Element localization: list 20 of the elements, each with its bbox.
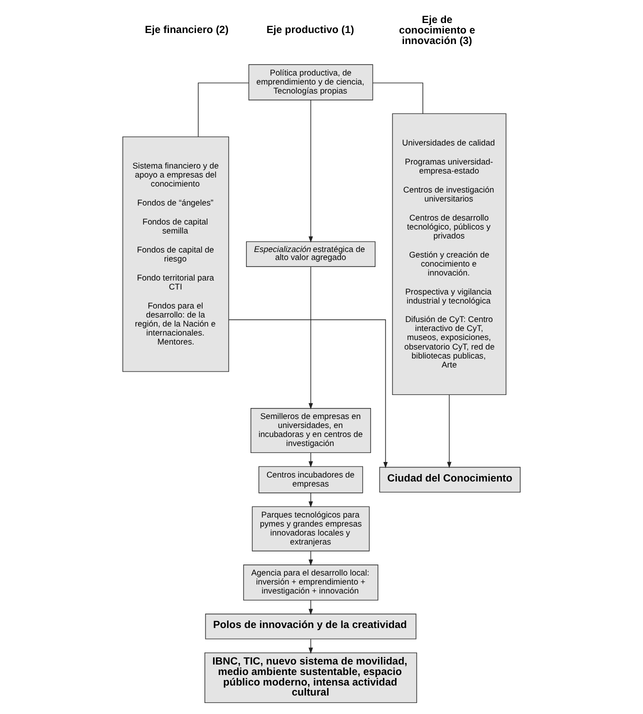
node-box: Semilleros de empresas en universidades, en incubadoras y en centros de investigación	[250, 408, 372, 454]
arrow	[308, 100, 313, 243]
node-box: Política productiva, de emprendimiento y de ciencia, Tecnologías propias	[248, 64, 374, 100]
node-box: Ciudad del Conocimiento	[379, 466, 521, 493]
node-box: Especialización estratégica de alto valor agregado	[246, 241, 376, 267]
node-box: Polos de innovación y de la creatividad	[205, 614, 416, 640]
node-box: Universidades de calidad Programas universidad-empresa-estado Centros de investigación universitarios Centros de desarrollo tecnológico, públicos y privados Gestión y creación de conocimiento e innovación. Prospectiva y vigilancia industrial y tecnológica Difusión de CyT: Centro interactivo de CyT, museos, exposiciones, observatorio CyT, red de bibliotecas publicas, Arte	[392, 113, 506, 396]
connector	[372, 82, 424, 114]
connector	[198, 82, 249, 137]
arrow	[447, 394, 452, 468]
node-box: Agencia para el desarrollo local: inversión + emprendimiento + investigación + innovación	[243, 564, 378, 601]
node-box: Centros incubadores de empresas	[258, 466, 364, 494]
arrow	[308, 266, 313, 410]
node-box: IBNC, TIC, nuevo sistema de movilidad, medio ambiente sustentable, espacio público moderno, intensa actividad cultural	[204, 652, 418, 703]
node-box: Parques tecnológicos para pymes y grandes empresas innovadoras locales y extranjeras	[252, 506, 370, 552]
node-box: Sistema financiero y de apoyo a empresas del conocimiento Fondos de “ángeles” Fondos de capital semilla Fondos de capital de riesgo Fondo territorial para CTI Fondos para el desarrollo: de la región, de la Nación e internacionales. Mentores.	[122, 136, 230, 372]
arrow	[228, 319, 388, 468]
label: Eje productivo (1)	[266, 24, 354, 36]
label: Eje de conocimiento e innovación (3)	[399, 15, 476, 47]
label: Eje financiero (2)	[144, 24, 229, 36]
